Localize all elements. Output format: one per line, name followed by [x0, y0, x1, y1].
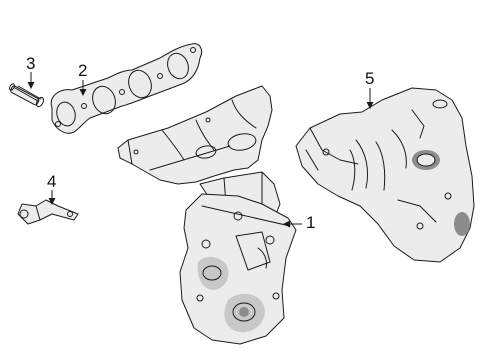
part-5-heat-shield[interactable] [295, 87, 475, 263]
callout-1-label: 1 [306, 213, 316, 232]
callout-5-label: 5 [365, 69, 375, 88]
callout-leaders [27, 72, 374, 228]
callout-2-label: 2 [78, 61, 88, 80]
part-1-exhaust-manifold[interactable] [117, 85, 297, 345]
callout-3-label: 3 [26, 54, 36, 73]
part-4-bracket[interactable] [17, 199, 79, 225]
part-3-stud[interactable] [9, 83, 45, 108]
callout-4-label: 4 [47, 172, 57, 191]
part-2-gasket[interactable] [50, 43, 203, 134]
